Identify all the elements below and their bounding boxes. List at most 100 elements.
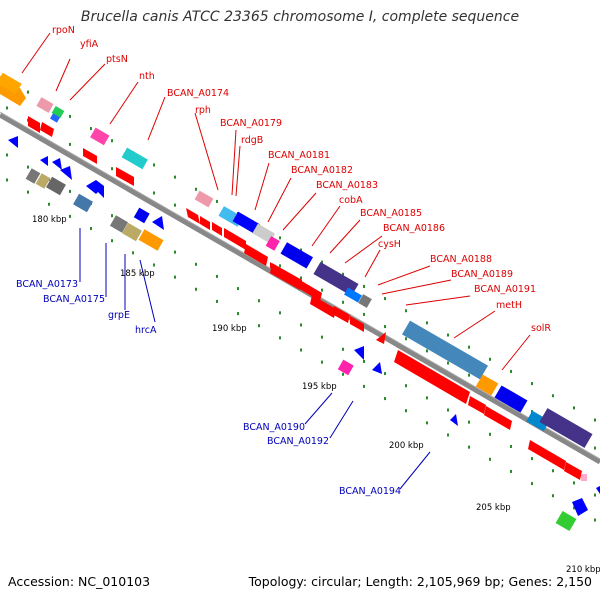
tick-mark bbox=[279, 236, 281, 240]
map-title: Brucella canis ATCC 23365 chromosome I, … bbox=[80, 9, 520, 25]
tick-mark bbox=[384, 372, 386, 376]
forward-gene-labels: rpoN yfiA ptsN nth BCAN_A0174 rph BCAN_A… bbox=[52, 25, 551, 334]
tick-mark bbox=[132, 251, 134, 255]
tick-mark bbox=[237, 287, 239, 291]
tick-mark bbox=[69, 214, 71, 218]
tick-mark bbox=[342, 347, 344, 351]
tick-mark bbox=[195, 287, 197, 291]
tick-mark bbox=[552, 494, 554, 498]
tick-mark bbox=[195, 187, 197, 191]
tick-mark bbox=[447, 333, 449, 337]
gene-label: BCAN_A0188 bbox=[430, 254, 492, 265]
tick-mark bbox=[342, 372, 344, 376]
reverse-features bbox=[8, 136, 600, 532]
tick-mark bbox=[531, 457, 533, 461]
tick-mark bbox=[90, 227, 92, 231]
tick-mark bbox=[153, 191, 155, 195]
reverse-gene-labels: BCAN_A0173 BCAN_A0175 grpE hrcA BCAN_A01… bbox=[16, 279, 401, 497]
scale-label: 205 kbp bbox=[476, 503, 511, 513]
tick-mark bbox=[342, 300, 344, 304]
tick-mark bbox=[279, 311, 281, 315]
gene-label: grpE bbox=[108, 310, 130, 321]
scale-label: 200 kbp bbox=[389, 441, 424, 451]
tick-mark bbox=[6, 106, 8, 110]
tick-mark bbox=[531, 482, 533, 486]
tick-mark bbox=[489, 357, 491, 361]
tick-mark bbox=[216, 299, 218, 303]
tick-mark bbox=[321, 360, 323, 364]
tick-mark bbox=[279, 264, 281, 268]
tick-mark bbox=[321, 260, 323, 264]
scale-labels: 180 kbp 185 kbp 190 kbp 195 kbp 200 kbp … bbox=[32, 215, 600, 575]
tick-mark bbox=[489, 457, 491, 461]
tick-mark bbox=[468, 373, 470, 377]
tick-mark bbox=[48, 202, 50, 206]
tick-mark bbox=[69, 114, 71, 118]
tick-mark bbox=[258, 299, 260, 303]
tick-mark bbox=[510, 469, 512, 473]
scale-label: 210 kbp bbox=[566, 565, 600, 575]
tick-mark bbox=[279, 336, 281, 340]
tick-mark bbox=[384, 297, 386, 301]
tick-mark bbox=[510, 369, 512, 373]
forward-features bbox=[0, 72, 593, 481]
gene-label: BCAN_A0185 bbox=[360, 208, 422, 219]
tick-mark bbox=[111, 139, 113, 143]
tick-mark bbox=[153, 163, 155, 167]
scale-label: 185 kbp bbox=[120, 269, 155, 279]
tick-mark bbox=[489, 432, 491, 436]
gene-label: rpoN bbox=[52, 25, 75, 36]
gene-label: BCAN_A0194 bbox=[339, 486, 401, 497]
tick-mark bbox=[321, 288, 323, 292]
tick-mark bbox=[300, 276, 302, 280]
tick-mark bbox=[426, 396, 428, 400]
gene-label: BCAN_A0175 bbox=[43, 294, 105, 305]
tick-mark bbox=[573, 506, 575, 510]
tick-mark bbox=[111, 167, 113, 171]
tick-mark bbox=[216, 199, 218, 203]
tick-mark bbox=[111, 239, 113, 243]
gene-label: cysH bbox=[378, 239, 401, 250]
tick-mark bbox=[552, 469, 554, 473]
tick-mark bbox=[258, 324, 260, 328]
gene-label: ptsN bbox=[106, 54, 128, 65]
gene-label: BCAN_A0179 bbox=[220, 118, 282, 129]
gene-label: BCAN_A0189 bbox=[451, 269, 513, 280]
tick-mark bbox=[237, 312, 239, 316]
gene-label: rdgB bbox=[241, 135, 263, 146]
tick-mark bbox=[426, 349, 428, 353]
gene-label: BCAN_A0182 bbox=[291, 165, 353, 176]
gene-label: rph bbox=[195, 105, 211, 116]
tick-mark bbox=[69, 189, 71, 193]
tick-mark bbox=[174, 275, 176, 279]
tick-mark bbox=[300, 248, 302, 252]
tick-mark bbox=[552, 394, 554, 398]
gene-label: nth bbox=[139, 71, 155, 82]
tick-mark bbox=[447, 361, 449, 365]
tick-mark bbox=[447, 433, 449, 437]
gene-label: hrcA bbox=[135, 325, 157, 336]
tick-mark bbox=[426, 321, 428, 325]
gene-label: BCAN_A0186 bbox=[383, 223, 445, 234]
label-lines bbox=[21, 32, 531, 490]
tick-mark bbox=[342, 272, 344, 276]
tick-mark bbox=[6, 178, 8, 182]
tick-mark bbox=[447, 408, 449, 412]
tick-mark bbox=[405, 337, 407, 341]
tick-mark bbox=[27, 90, 29, 94]
gene-label: BCAN_A0192 bbox=[267, 436, 329, 447]
tick-mark bbox=[174, 203, 176, 207]
tick-mark bbox=[468, 420, 470, 424]
tick-mark bbox=[111, 214, 113, 218]
scale-label: 190 kbp bbox=[212, 324, 247, 334]
tick-mark bbox=[573, 406, 575, 410]
tick-mark bbox=[321, 335, 323, 339]
tick-mark bbox=[405, 409, 407, 413]
tick-mark bbox=[174, 175, 176, 179]
gene-label: BCAN_A0181 bbox=[268, 150, 330, 161]
tick-mark bbox=[363, 359, 365, 363]
gene-label: BCAN_A0174 bbox=[167, 88, 229, 99]
tick-mark bbox=[531, 382, 533, 386]
tick-mark bbox=[384, 397, 386, 401]
